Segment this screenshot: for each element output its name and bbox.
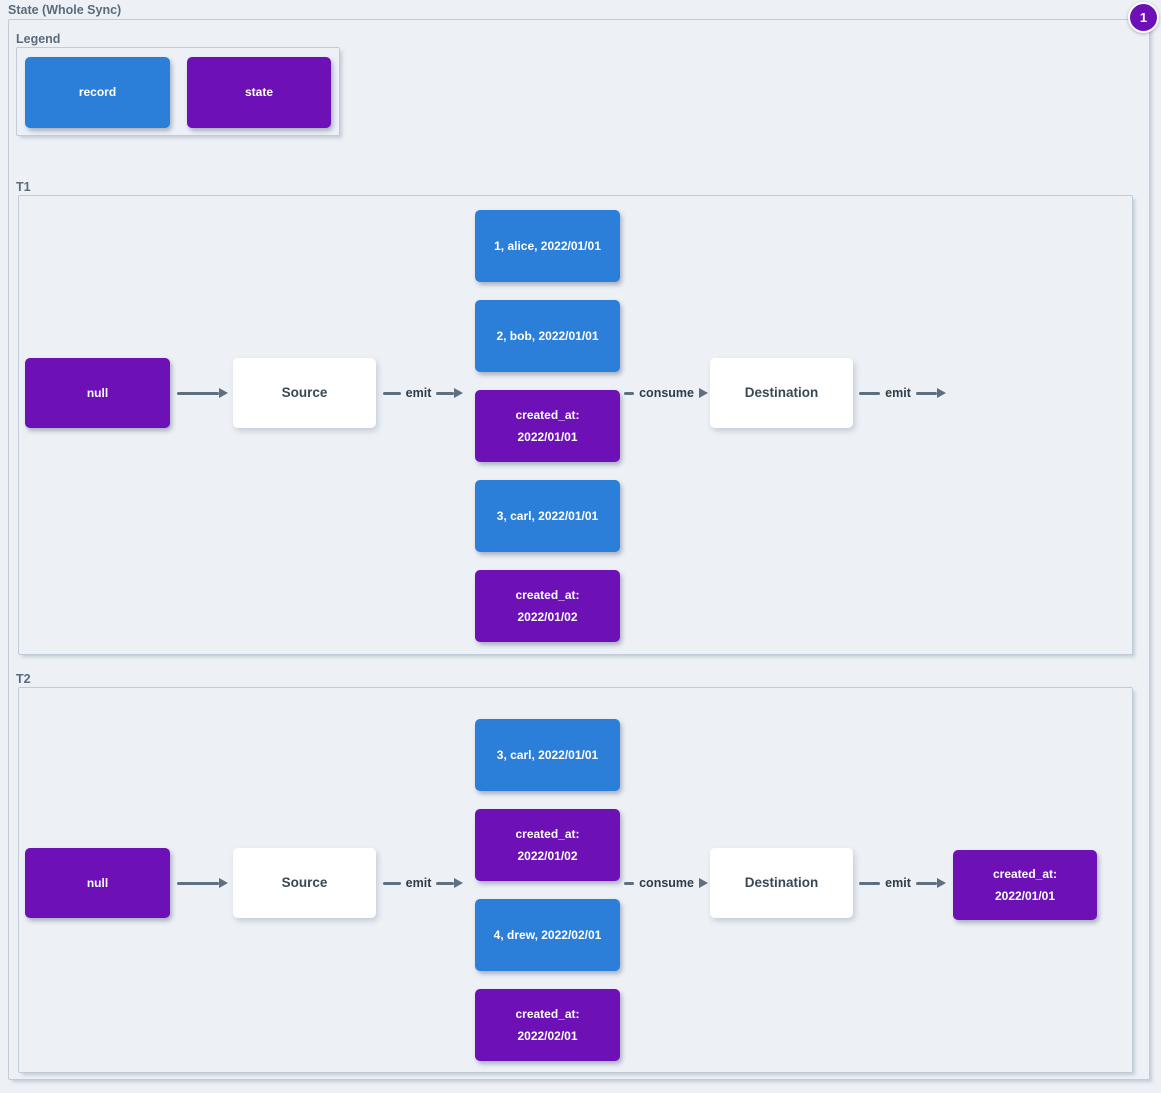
t1-stack-node-record: 2, bob, 2022/01/01 — [475, 300, 620, 372]
arrowhead-icon — [454, 878, 464, 888]
arrowhead-icon — [699, 388, 708, 398]
t1-label: T1 — [16, 180, 31, 194]
t1-destination-label: Destination — [744, 384, 819, 400]
edge-label-consume: consume — [639, 876, 694, 890]
t1-stack-node-state: created_at: 2022/01/01 — [475, 390, 620, 462]
legend-record-node: record — [25, 57, 170, 128]
edge-label-emit: emit — [405, 876, 432, 890]
stack-node-label: created_at: 2022/01/02 — [515, 826, 580, 863]
t1-consume-edge: consume — [624, 385, 708, 401]
t1-emit-edge-destination: emit — [859, 385, 947, 401]
arrow-line — [177, 391, 219, 395]
arrow-line — [436, 881, 455, 885]
stack-node-label: created_at: 2022/01/02 — [515, 587, 580, 624]
t1-arrow-null-to-source — [177, 385, 228, 401]
t1-stack-node-record: 3, carl, 2022/01/01 — [475, 480, 620, 552]
t1-stack-node-state: created_at: 2022/01/02 — [475, 570, 620, 642]
legend-record-label: record — [78, 85, 117, 100]
t2-stack-node-state: created_at: 2022/01/02 — [475, 809, 620, 881]
t2-null-node: null — [25, 848, 170, 918]
arrow-line — [859, 391, 881, 395]
arrowhead-icon — [219, 388, 228, 398]
arrowhead-icon — [937, 388, 947, 398]
arrowhead-icon — [699, 878, 708, 888]
stack-node-label: 4, drew, 2022/02/01 — [493, 927, 602, 942]
t1-stack-node-record: 1, alice, 2022/01/01 — [475, 210, 620, 282]
arrow-line — [624, 391, 635, 395]
edge-label-emit: emit — [885, 386, 911, 400]
t2-source-label: Source — [281, 874, 328, 890]
arrow-line — [859, 881, 881, 885]
arrowhead-icon — [219, 878, 228, 888]
t2-destination-label: Destination — [744, 874, 819, 890]
t1-null-node: null — [25, 358, 170, 428]
legend-state-node: state — [187, 57, 331, 128]
stack-node-label: 1, alice, 2022/01/01 — [494, 238, 601, 253]
t2-label: T2 — [16, 672, 31, 686]
t2-stack-node-record: 3, carl, 2022/01/01 — [475, 719, 620, 791]
arrowhead-icon — [454, 388, 464, 398]
t1-null-label: null — [86, 385, 109, 400]
arrow-line — [383, 881, 401, 885]
legend-state-label: state — [244, 85, 273, 100]
t1-container — [18, 195, 1133, 655]
t2-result-node: created_at: 2022/01/01 — [953, 850, 1097, 920]
stack-node-label: created_at: 2022/01/01 — [515, 407, 580, 444]
arrow-line — [383, 391, 401, 395]
arrow-line — [915, 391, 938, 395]
stack-node-label: created_at: 2022/02/01 — [515, 1006, 580, 1043]
stack-node-label: 2, bob, 2022/01/01 — [496, 328, 599, 343]
t1-destination-node: Destination — [710, 358, 853, 428]
t1-source-label: Source — [281, 384, 328, 400]
arrow-line — [915, 881, 938, 885]
state-whole-sync-container — [8, 19, 1150, 1080]
t1-source-node: Source — [233, 358, 376, 428]
t2-source-node: Source — [233, 848, 376, 918]
t2-container — [18, 687, 1133, 1073]
t2-stack-node-record: 4, drew, 2022/02/01 — [475, 899, 620, 971]
arrow-line — [624, 881, 635, 885]
t2-consume-edge: consume — [624, 875, 708, 891]
stack-node-label: 3, carl, 2022/01/01 — [496, 508, 599, 523]
edge-label-consume: consume — [639, 386, 694, 400]
t2-emit-edge-destination: emit — [859, 875, 947, 891]
edge-label-emit: emit — [405, 386, 432, 400]
t2-null-label: null — [86, 875, 109, 890]
arrow-line — [177, 881, 219, 885]
stack-node-label: 3, carl, 2022/01/01 — [496, 747, 599, 762]
t2-destination-node: Destination — [710, 848, 853, 918]
t2-emit-edge-source: emit — [383, 875, 464, 891]
legend-label: Legend — [16, 32, 61, 46]
t1-emit-edge-source: emit — [383, 385, 464, 401]
arrowhead-icon — [937, 878, 947, 888]
edge-label-emit: emit — [885, 876, 911, 890]
result-node-label: created_at: 2022/01/01 — [992, 866, 1058, 903]
legend-container — [16, 47, 340, 136]
t2-arrow-null-to-source — [177, 875, 228, 891]
page-badge[interactable]: 1 — [1128, 2, 1159, 33]
page-title: State (Whole Sync) — [8, 3, 122, 17]
t2-stack-node-state: created_at: 2022/02/01 — [475, 989, 620, 1061]
arrow-line — [436, 391, 455, 395]
